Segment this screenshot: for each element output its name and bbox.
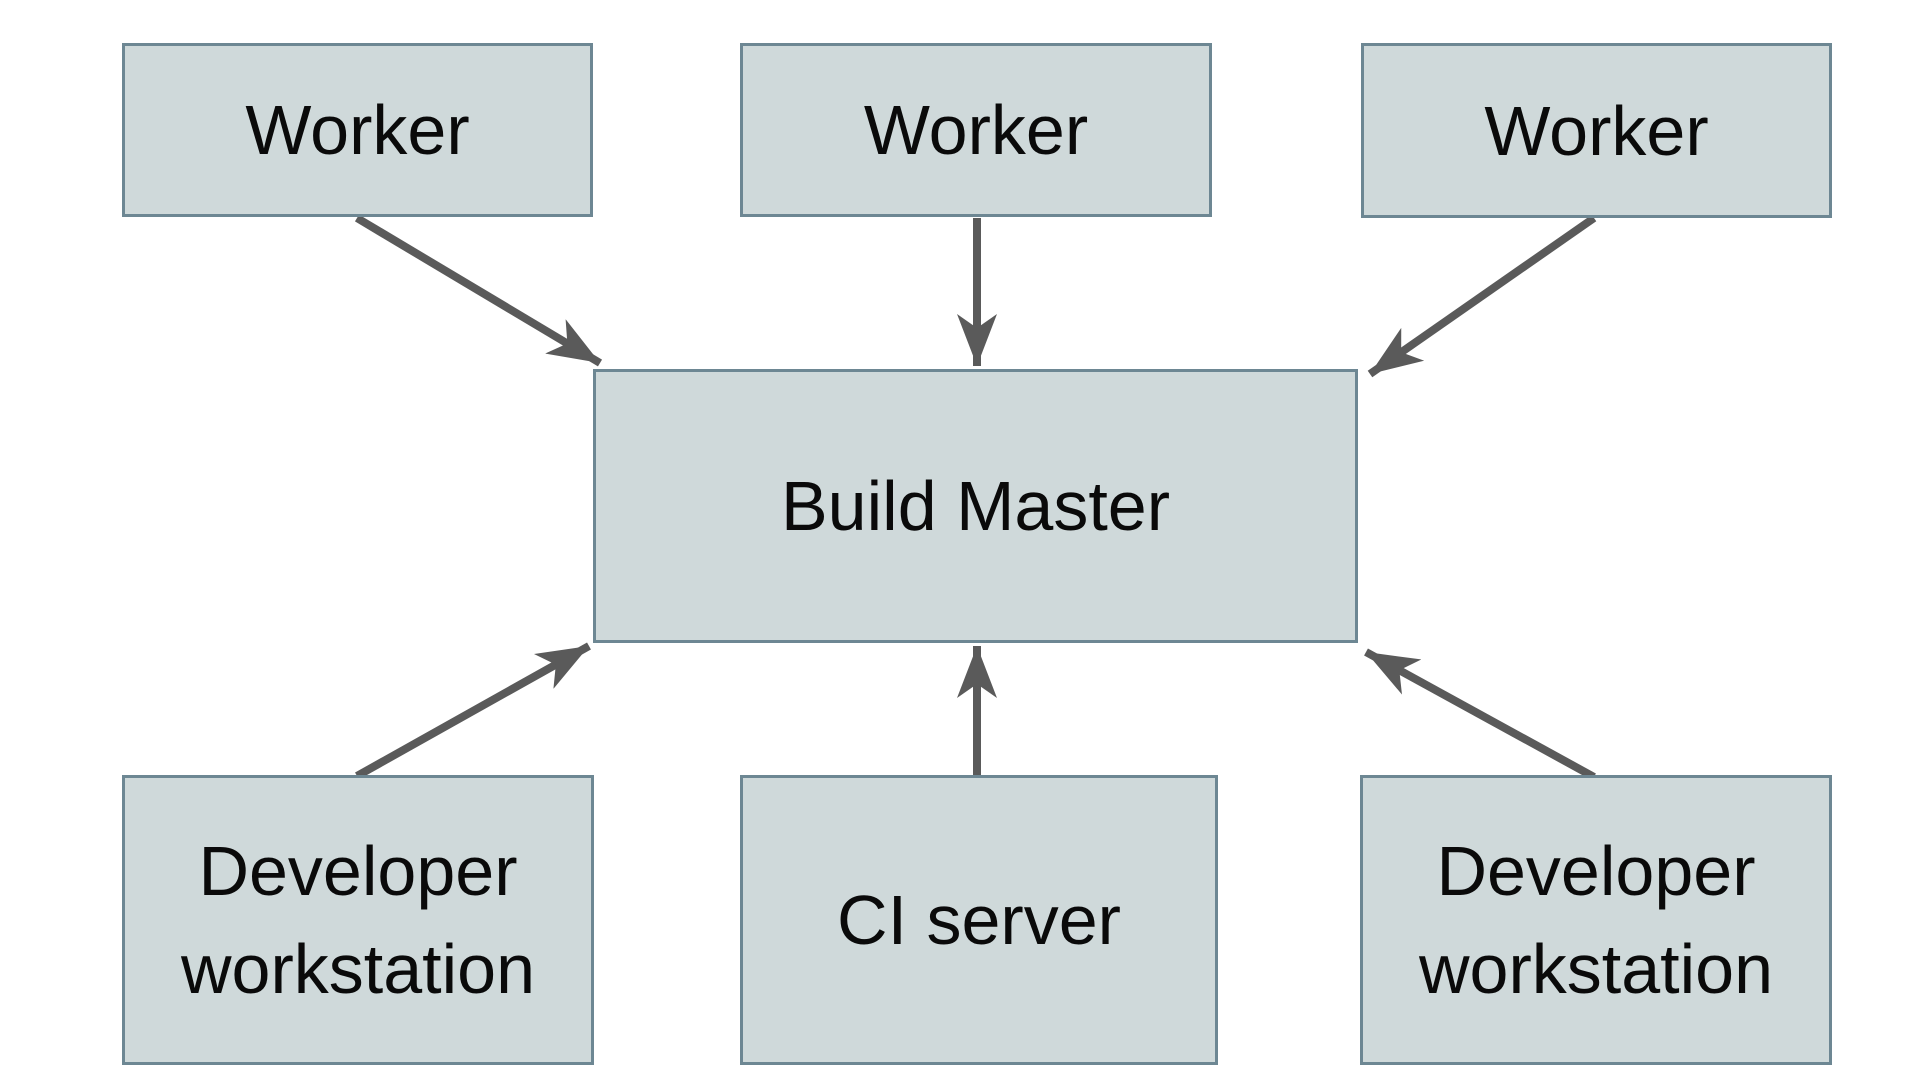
arrow-worker3-to-build-master [1367,214,1597,378]
node-developer-workstation-right-label: Developer workstation [1418,832,1774,1008]
arrow-dev-left-to-build-master [355,642,591,780]
node-worker-2: Worker [740,43,1212,217]
node-developer-workstation-left-label: Developer workstation [180,832,536,1008]
node-developer-workstation-left: Developer workstation [122,775,594,1065]
arrow-dev-right-to-build-master [1364,648,1596,781]
node-ci-server-label: CI server [837,881,1121,959]
node-worker-1: Worker [122,43,593,217]
node-build-master: Build Master [593,369,1358,643]
node-build-master-label: Build Master [780,467,1171,545]
node-worker-3: Worker [1361,43,1832,218]
node-worker-3-label: Worker [1484,91,1709,170]
arrow-worker1-to-build-master [354,214,603,367]
node-worker-2-label: Worker [863,91,1089,169]
node-ci-server: CI server [740,775,1218,1065]
node-developer-workstation-right: Developer workstation [1360,775,1832,1065]
node-worker-1-label: Worker [245,91,470,169]
